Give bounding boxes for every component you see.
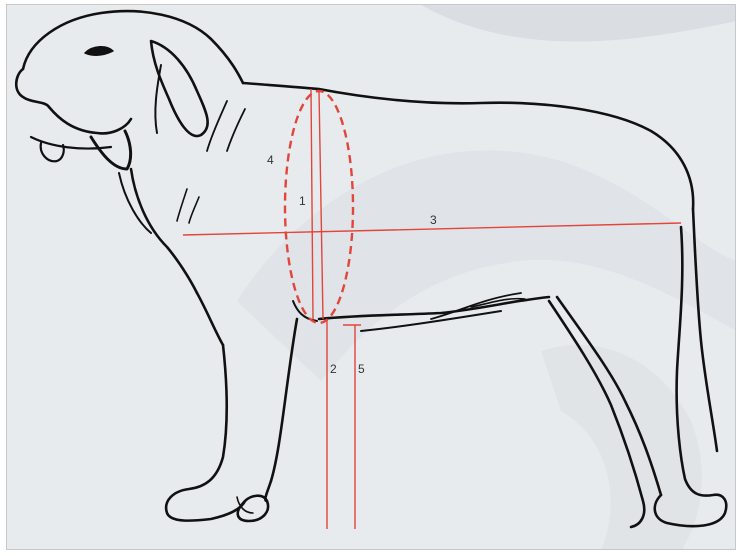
label-5: 5 <box>358 362 365 376</box>
label-3: 3 <box>430 213 437 227</box>
dog-measurement-diagram: 1 2 3 4 5 <box>7 5 736 550</box>
label-2: 2 <box>330 362 337 376</box>
background-watermark <box>237 5 736 550</box>
label-1: 1 <box>299 194 306 208</box>
figure-frame: 1 2 3 4 5 <box>6 4 736 550</box>
label-4: 4 <box>267 153 274 167</box>
